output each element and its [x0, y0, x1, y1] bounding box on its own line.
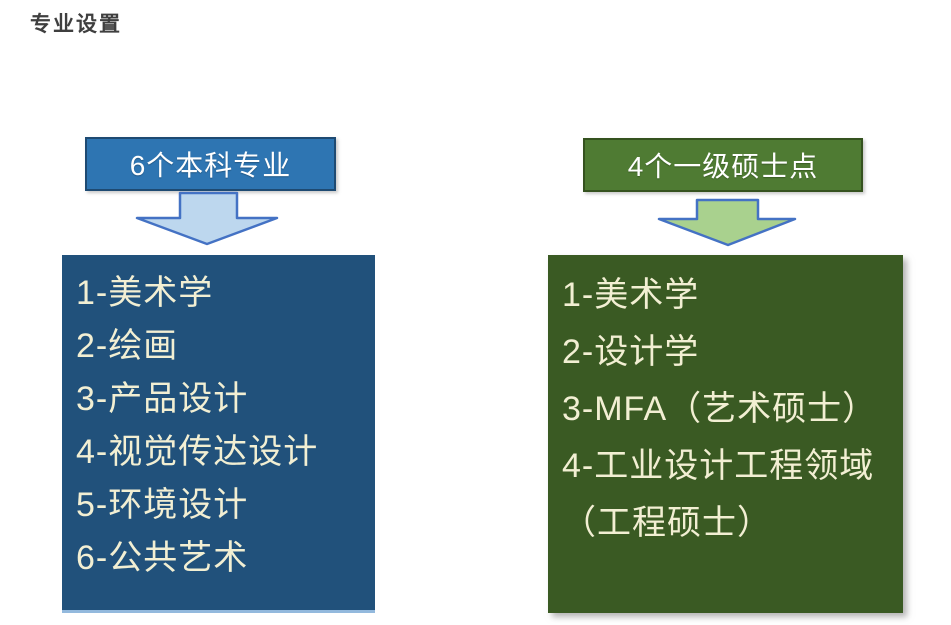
- list-item: 1-美术学: [562, 276, 700, 314]
- list-item: 2-绘画: [76, 327, 179, 365]
- list-item: 2-设计学: [562, 333, 700, 371]
- down-arrow-icon: [135, 191, 279, 246]
- list-item: 4-工业设计工程领域（工程硕士）: [562, 447, 875, 542]
- list-item: 4-视觉传达设计: [76, 433, 319, 471]
- masters-header-box: 4个一级硕士点: [583, 138, 863, 192]
- masters-list-box: 1-美术学 2-设计学 3-MFA（艺术硕士） 4-工业设计工程领域（工程硕士）: [548, 255, 903, 613]
- list-item: 3-产品设计: [76, 380, 249, 418]
- list-item: 1-美术学: [76, 274, 214, 312]
- list-item: 6-公共艺术: [76, 539, 249, 577]
- undergraduate-header-label: 6个本科专业: [129, 150, 292, 181]
- undergraduate-list-box: 1-美术学 2-绘画 3-产品设计 4-视觉传达设计 5-环境设计 6-公共艺术: [62, 255, 375, 613]
- down-arrow-icon: [657, 198, 797, 247]
- list-item: 3-MFA（艺术硕士）: [562, 390, 878, 428]
- undergraduate-header-box: 6个本科专业: [85, 137, 336, 191]
- list-item: 5-环境设计: [76, 486, 249, 524]
- page-title: 专业设置: [30, 12, 122, 36]
- masters-header-label: 4个一级硕士点: [627, 151, 819, 182]
